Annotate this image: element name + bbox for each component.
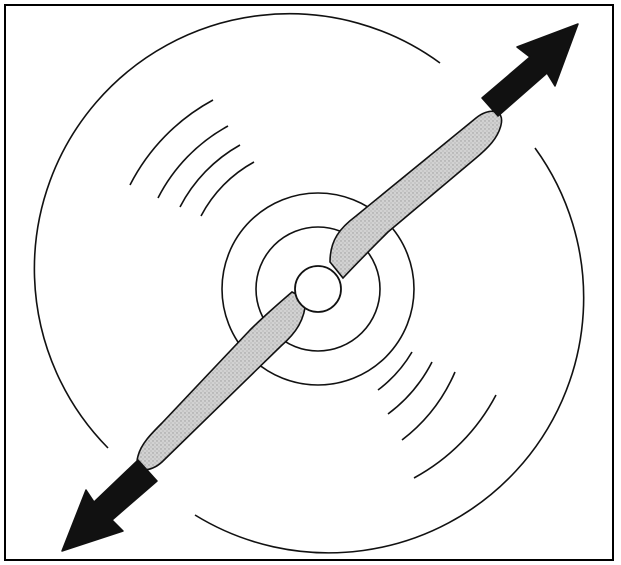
motion-line <box>414 395 496 478</box>
propeller-blade-upper <box>330 111 502 278</box>
propeller-blade-lower <box>137 292 306 470</box>
motion-line <box>201 162 254 216</box>
motion-line <box>130 100 213 185</box>
motion-lines-lower-right <box>378 352 496 478</box>
arrow-head-top-right <box>482 24 578 116</box>
arrow-head-bottom-left <box>62 460 157 551</box>
center-hub <box>295 266 341 312</box>
motion-line <box>378 352 412 390</box>
motion-line <box>402 372 455 440</box>
motion-line <box>388 362 432 414</box>
motion-lines-upper-left <box>130 100 254 216</box>
